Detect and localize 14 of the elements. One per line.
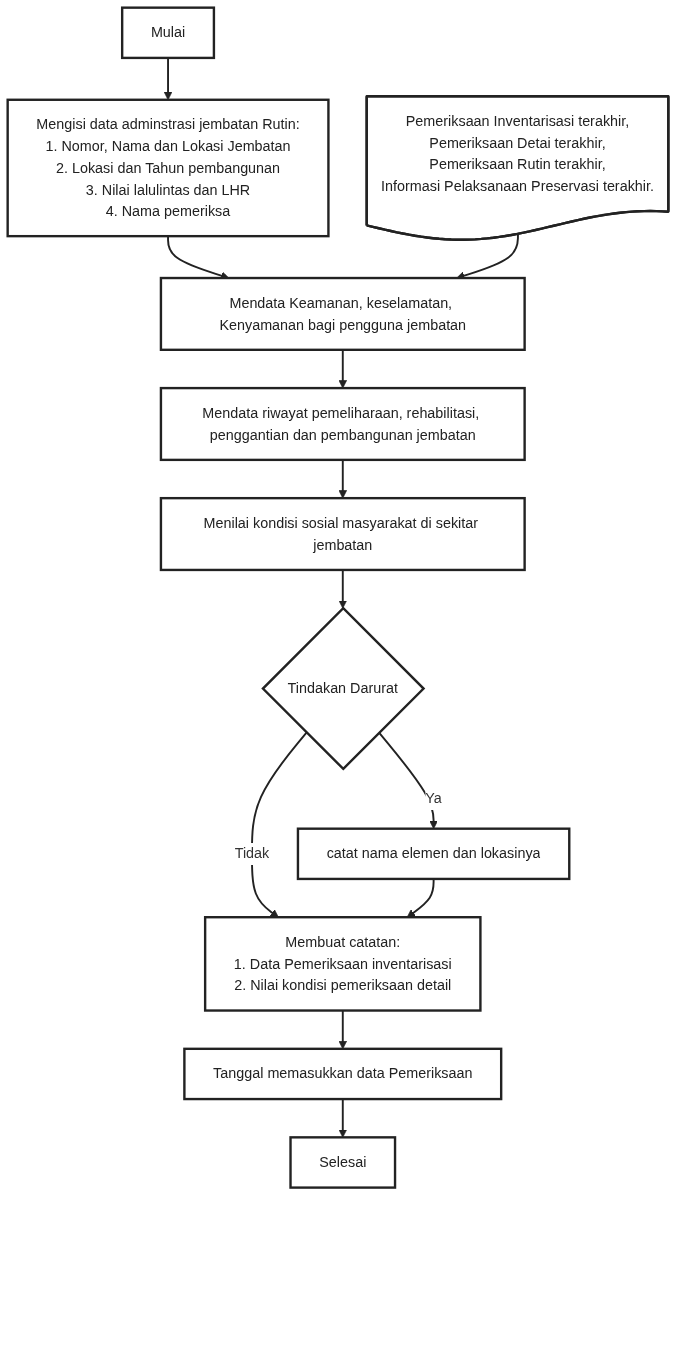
- node-box: Tanggal memasukkan data Pemeriksaan: [183, 1047, 503, 1101]
- node-box: Mendata riwayat pemeliharaan, rehabilitasi, penggantian dan pembangunan jembatan: [159, 386, 526, 462]
- arrow: [251, 731, 308, 918]
- node-diamond: Tindakan Darurat: [261, 606, 426, 771]
- node-box: Mengisi data adminstrasi jembatan Rutin: 1. Nomor, Nama dan Lokasi Jembatan 2. Lokasi dan Tahun pembangunan 3. Nilai lalulintas dan LHR 4. Nama pemeriksa: [6, 98, 330, 238]
- edge-label: Tidak: [234, 844, 270, 862]
- node-box: Mendata Keamanan, keselamatan, Kenyamanan bagi pengguna jembatan: [159, 276, 526, 351]
- node-box: Menilai kondisi sosial masyarakat di sekitar jembatan: [159, 496, 526, 572]
- edge-label: Ya: [425, 789, 442, 807]
- node-box: catat nama elemen dan lokasinya: [296, 827, 571, 881]
- node-box: Membuat catatan: 1. Data Pemeriksaan inventarisasi 2. Nilai kondisi pemeriksaan detail: [203, 916, 482, 1012]
- node-box: Selesai: [289, 1136, 397, 1189]
- arrow: [338, 569, 347, 609]
- node-box: Mulai: [120, 6, 216, 60]
